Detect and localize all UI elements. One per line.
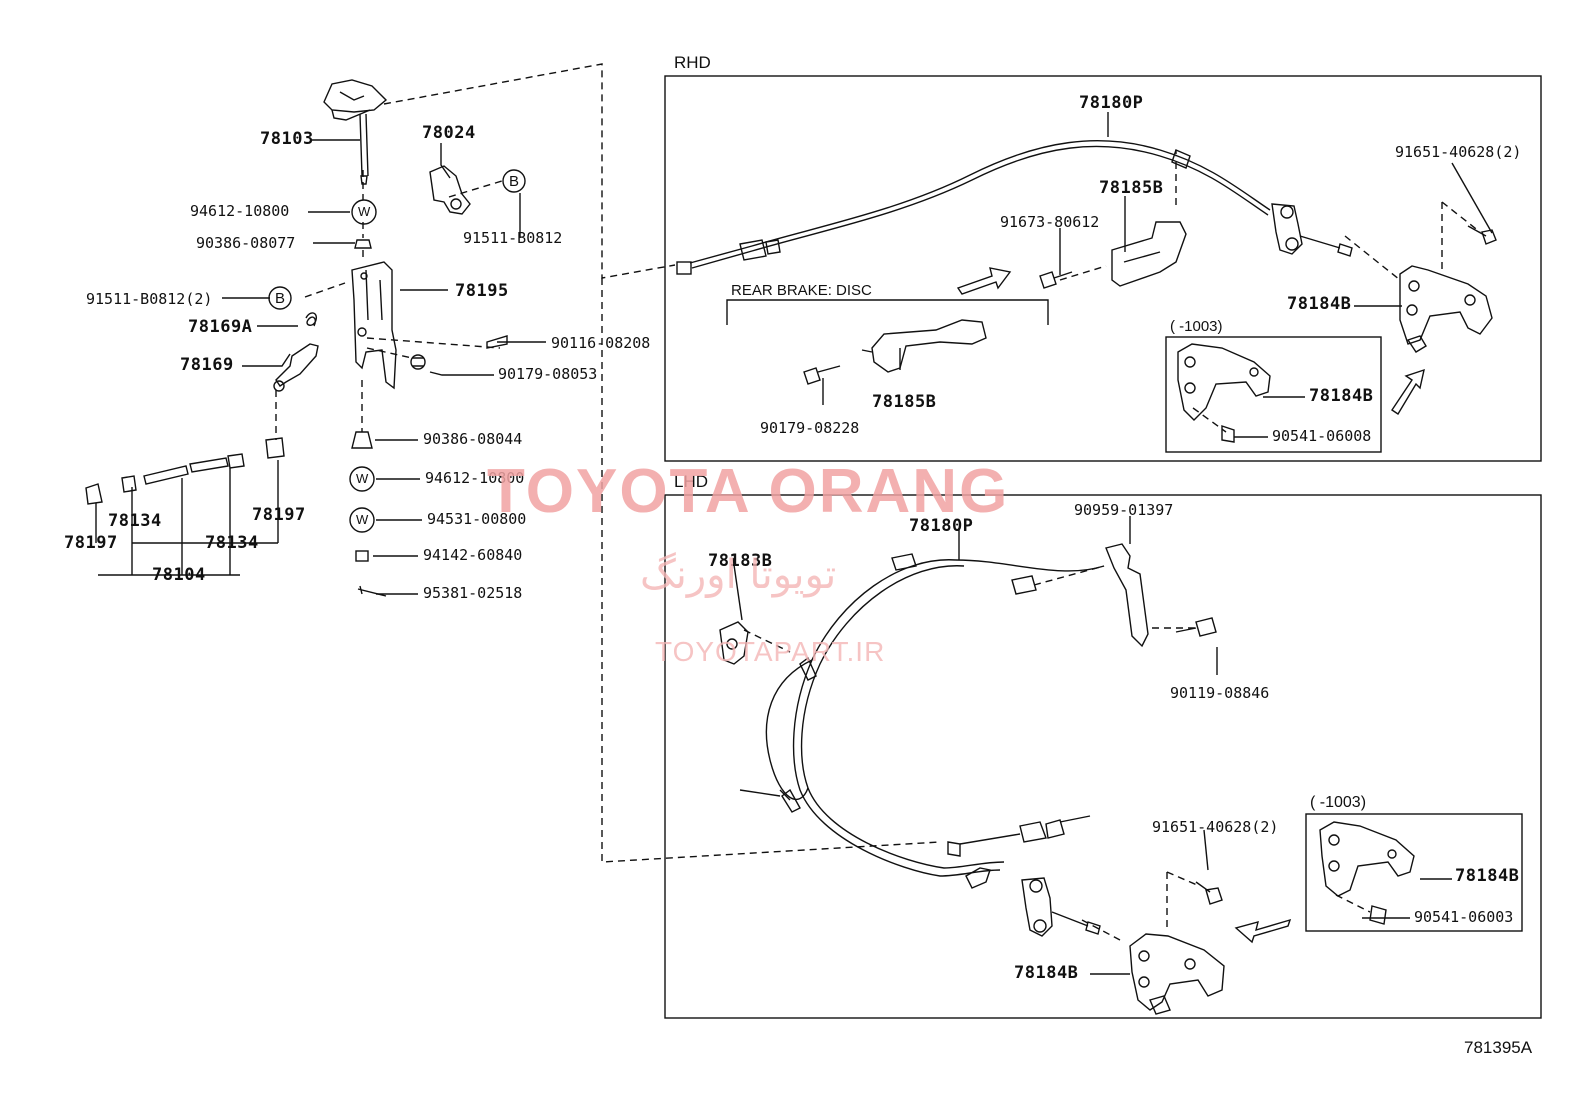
part-label-94531-00800[interactable]: 94531-00800 [427, 510, 527, 528]
dashed-connectors [275, 63, 1481, 941]
direction-arrows-rhd [956, 267, 1425, 415]
bracket-78184B-box1 [1177, 343, 1271, 443]
range-note-rhd: ( -1003) [1170, 318, 1223, 335]
part-label-78184B-box2[interactable]: 78184B [1455, 866, 1520, 886]
section-label-lhd: LHD [674, 472, 709, 491]
linkage-rod-parts [85, 437, 285, 505]
small-parts [351, 239, 508, 597]
part-label-78104[interactable]: 78104 [152, 565, 206, 585]
bolt-symbols [268, 169, 526, 310]
part-label-78169A[interactable]: 78169A [188, 317, 253, 337]
part-label-78195[interactable]: 78195 [455, 281, 509, 301]
bolt-symbol-b-2: B [275, 290, 286, 307]
part-label-78180P-lhd[interactable]: 78180P [909, 516, 974, 536]
clip-78183B [719, 621, 749, 665]
bracket-78184B-lhd [1129, 933, 1225, 1015]
lhd-cable-78180P [739, 553, 1105, 889]
part-label-91651-40628-rhd[interactable]: 91651-40628(2) [1395, 143, 1522, 161]
bolt-90179-08228 [803, 365, 841, 385]
leader-lines [95, 112, 1493, 975]
part-label-78185B-lower[interactable]: 78185B [872, 392, 937, 412]
range-note-lhd: ( -1003) [1310, 794, 1367, 811]
bolt-91651-lhd [1195, 881, 1223, 905]
part-label-78183B[interactable]: 78183B [708, 551, 773, 571]
lever-78169 [273, 312, 319, 392]
part-label-94142-60840[interactable]: 94142-60840 [423, 546, 523, 564]
bolt-90119 [1175, 617, 1217, 637]
part-label-90541-06008[interactable]: 90541-06008 [1272, 427, 1372, 445]
washer-symbol-w-1: W [358, 204, 371, 219]
diagram-code: 781395A [1464, 1038, 1533, 1057]
part-label-91511-b0812-2[interactable]: 91511-B0812(2) [86, 290, 213, 308]
part-label-78024[interactable]: 78024 [422, 123, 476, 143]
part-label-78184B-rhd[interactable]: 78184B [1287, 294, 1352, 314]
part-label-91673-80612[interactable]: 91673-80612 [1000, 213, 1100, 231]
bracket-78185B-lower [861, 319, 987, 373]
clip-90959 [1105, 543, 1149, 648]
part-label-78197-b[interactable]: 78197 [252, 505, 306, 525]
part-label-91651-40628-lhd[interactable]: 91651-40628(2) [1152, 818, 1279, 836]
part-label-90386-08044[interactable]: 90386-08044 [423, 430, 523, 448]
part-label-78184B-box1[interactable]: 78184B [1309, 386, 1374, 406]
direction-arrow-lhd [1234, 918, 1292, 944]
watermark-title: TOYOTA ORANG [487, 457, 1010, 526]
part-label-90119-08846[interactable]: 90119-08846 [1170, 684, 1270, 702]
part-label-94612-10800-a[interactable]: 94612-10800 [190, 202, 290, 220]
rear-brake-note: REAR BRAKE: DISC [731, 282, 872, 299]
part-label-78184B-lhd[interactable]: 78184B [1014, 963, 1079, 983]
range-box-rhd [1165, 336, 1382, 453]
part-label-94612-10800-b[interactable]: 94612-10800 [425, 469, 525, 487]
part-label-95381-02518[interactable]: 95381-02518 [423, 584, 523, 602]
part-label-78103[interactable]: 78103 [260, 129, 314, 149]
washer-symbol-w-3: W [356, 512, 369, 527]
washer-symbol-w-2: W [356, 471, 369, 486]
section-label-rhd: RHD [674, 53, 711, 72]
shift-lever-78103 [323, 79, 388, 185]
watermark-persian: تویوتا اورنگ [640, 552, 837, 598]
lhd-frame [664, 494, 1542, 1019]
part-label-90386-08077[interactable]: 90386-08077 [196, 234, 296, 252]
part-label-91511-b0812[interactable]: 91511-B0812 [463, 229, 563, 247]
part-label-90179-08228[interactable]: 90179-08228 [760, 419, 860, 437]
part-label-78134-b[interactable]: 78134 [205, 533, 259, 553]
watermark-url: TOYOTAPART.IR [655, 636, 886, 667]
part-label-90179-08053[interactable]: 90179-08053 [498, 365, 598, 383]
bracket-78024 [429, 165, 471, 215]
part-label-78180P-rhd[interactable]: 78180P [1079, 93, 1144, 113]
bracket-78185B-upper [1111, 221, 1187, 287]
range-box-lhd [1305, 813, 1523, 932]
lhd-cable-end-holder [1021, 877, 1101, 937]
washer-symbols [349, 199, 377, 533]
part-label-90959-01397[interactable]: 90959-01397 [1074, 501, 1174, 519]
bolt-symbol-b-1: B [509, 173, 520, 190]
rhd-frame [664, 75, 1542, 462]
bracket-78184B-rhd [1399, 225, 1497, 353]
part-label-90116-08208[interactable]: 90116-08208 [551, 334, 651, 352]
rhd-cable-78180P [676, 139, 1353, 275]
bolt-91673 [1039, 271, 1073, 289]
bracket-78195 [351, 261, 397, 390]
part-label-78197-a[interactable]: 78197 [64, 533, 118, 553]
part-label-78185B-upper[interactable]: 78185B [1099, 178, 1164, 198]
part-label-90541-06003[interactable]: 90541-06003 [1414, 908, 1514, 926]
rear-brake-bracket [726, 299, 1049, 325]
part-label-78134-a[interactable]: 78134 [108, 511, 162, 531]
part-label-78169[interactable]: 78169 [180, 355, 234, 375]
bracket-78184B-box2 [1319, 821, 1415, 925]
